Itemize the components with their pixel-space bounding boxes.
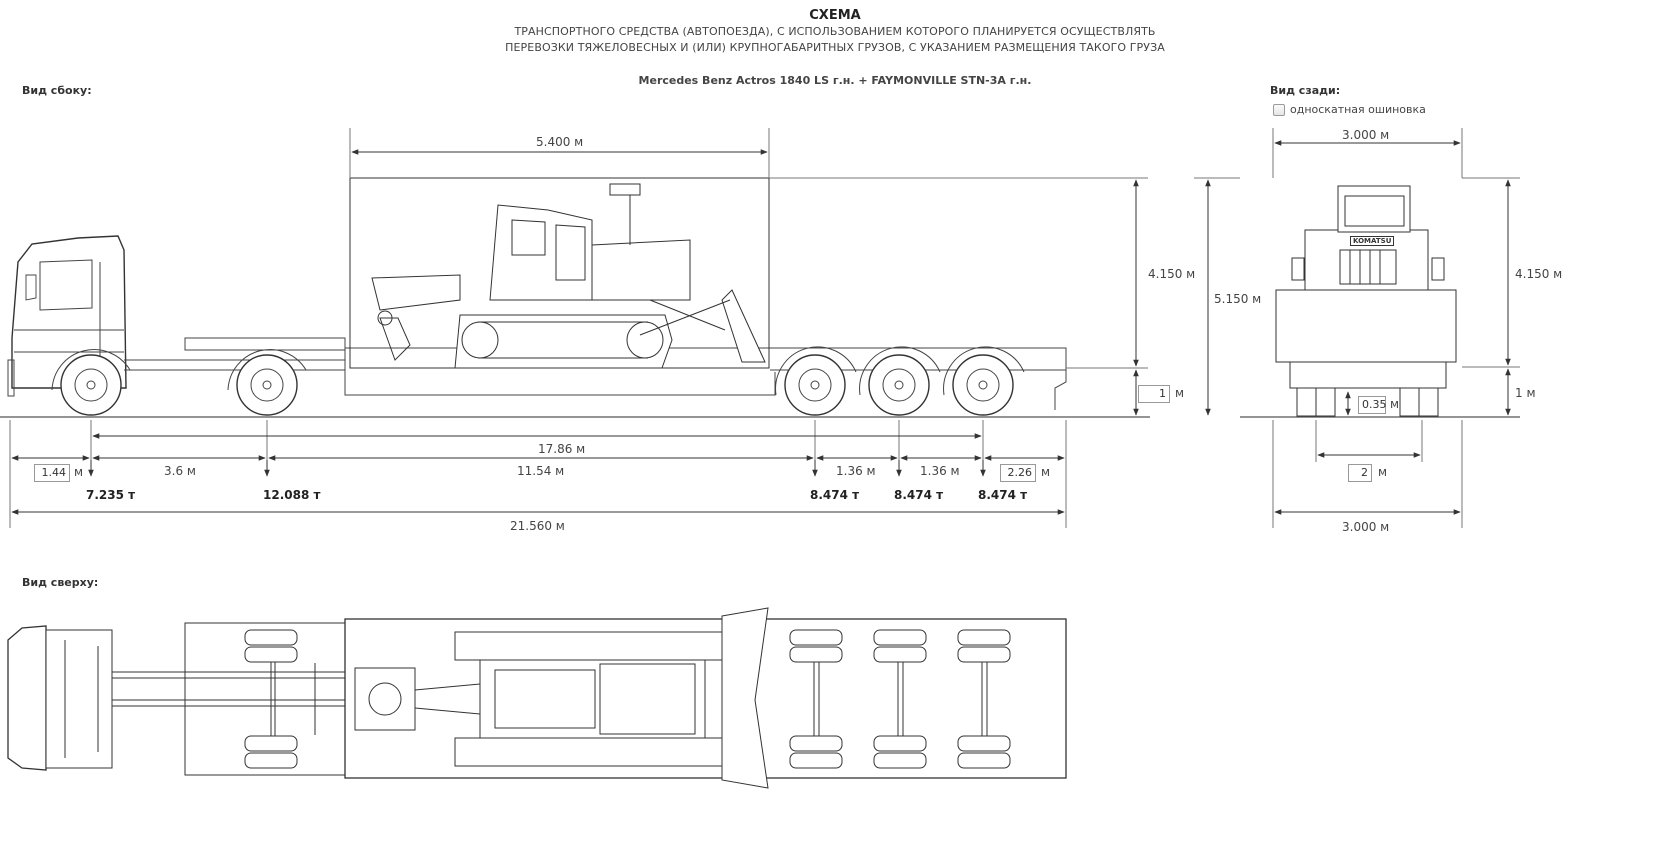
axle-load-4: 8.474 т [894, 488, 944, 502]
axle-load-2: 12.088 т [263, 488, 321, 502]
front-overhang-input[interactable]: 1.44 [34, 464, 70, 482]
rear-view-label: Вид сзади: [1270, 84, 1341, 97]
rear-cargo-height-label: 4.150 м [1515, 267, 1563, 281]
total-length-label: 21.560 м [510, 519, 565, 533]
axle-load-1: 7.235 т [86, 488, 136, 502]
top-view-label: Вид сверху: [22, 576, 99, 589]
platform-height-unit: м [1175, 386, 1185, 400]
axle-load-3: 8.474 т [810, 488, 860, 502]
vehicle-name: Mercedes Benz Actros 1840 LS г.н. + FAYM… [638, 74, 1032, 87]
subtitle-line-1: ТРАНСПОРТНОГО СРЕДСТВА (АВТОПОЕЗДА), С И… [514, 25, 1156, 38]
rear-overhang-input[interactable]: 2.26 [1000, 464, 1036, 482]
bulldozer-side [371, 183, 766, 369]
cargo-height-label: 4.150 м [1148, 267, 1196, 281]
side-view-drawing [0, 128, 1240, 528]
clearance-input[interactable]: 0.35 [1358, 396, 1387, 414]
rear-bottom-width-label: 3.000 м [1342, 520, 1390, 534]
clearance-unit: м [1390, 397, 1400, 411]
rear-view-drawing [1240, 128, 1520, 528]
komatsu-badge: KOMATSU [1350, 236, 1395, 246]
single-tire-label: односкатная ошиновка [1290, 103, 1426, 116]
spacing-label-3: 1.36 м [836, 464, 876, 478]
axle-load-5: 8.474 т [978, 488, 1028, 502]
side-view-label: Вид сбоку: [22, 84, 92, 97]
bulldozer-rear [1275, 185, 1457, 417]
spacing-label-2: 11.54 м [517, 464, 565, 478]
rear-top-width-label: 3.000 м [1342, 128, 1390, 142]
trailer-wheels [775, 346, 1025, 416]
track-unit: м [1378, 465, 1388, 479]
track-input[interactable]: 2 [1348, 464, 1372, 482]
subtitle-line-2: ПЕРЕВОЗКИ ТЯЖЕЛОВЕСНЫХ И (ИЛИ) КРУПНОГАБ… [505, 41, 1165, 54]
front-overhang-unit: м [74, 465, 84, 479]
diagram-title: СХЕМА [809, 8, 861, 23]
platform-height-input[interactable]: 1 [1138, 385, 1170, 403]
spacing-label-1: 3.6 м [164, 464, 196, 478]
spacing-label-4: 1.36 м [920, 464, 960, 478]
cargo-length-label: 5.400 м [536, 135, 584, 149]
top-view-drawing [7, 607, 1067, 789]
truck-wheels [51, 349, 307, 416]
axle-span-label: 17.86 м [538, 442, 586, 456]
single-tire-checkbox[interactable] [1273, 104, 1285, 116]
total-height-label: 5.150 м [1214, 292, 1262, 306]
bulldozer-top [354, 607, 769, 789]
rear-platform-height-label: 1 м [1515, 386, 1536, 400]
rear-overhang-unit: м [1041, 465, 1051, 479]
